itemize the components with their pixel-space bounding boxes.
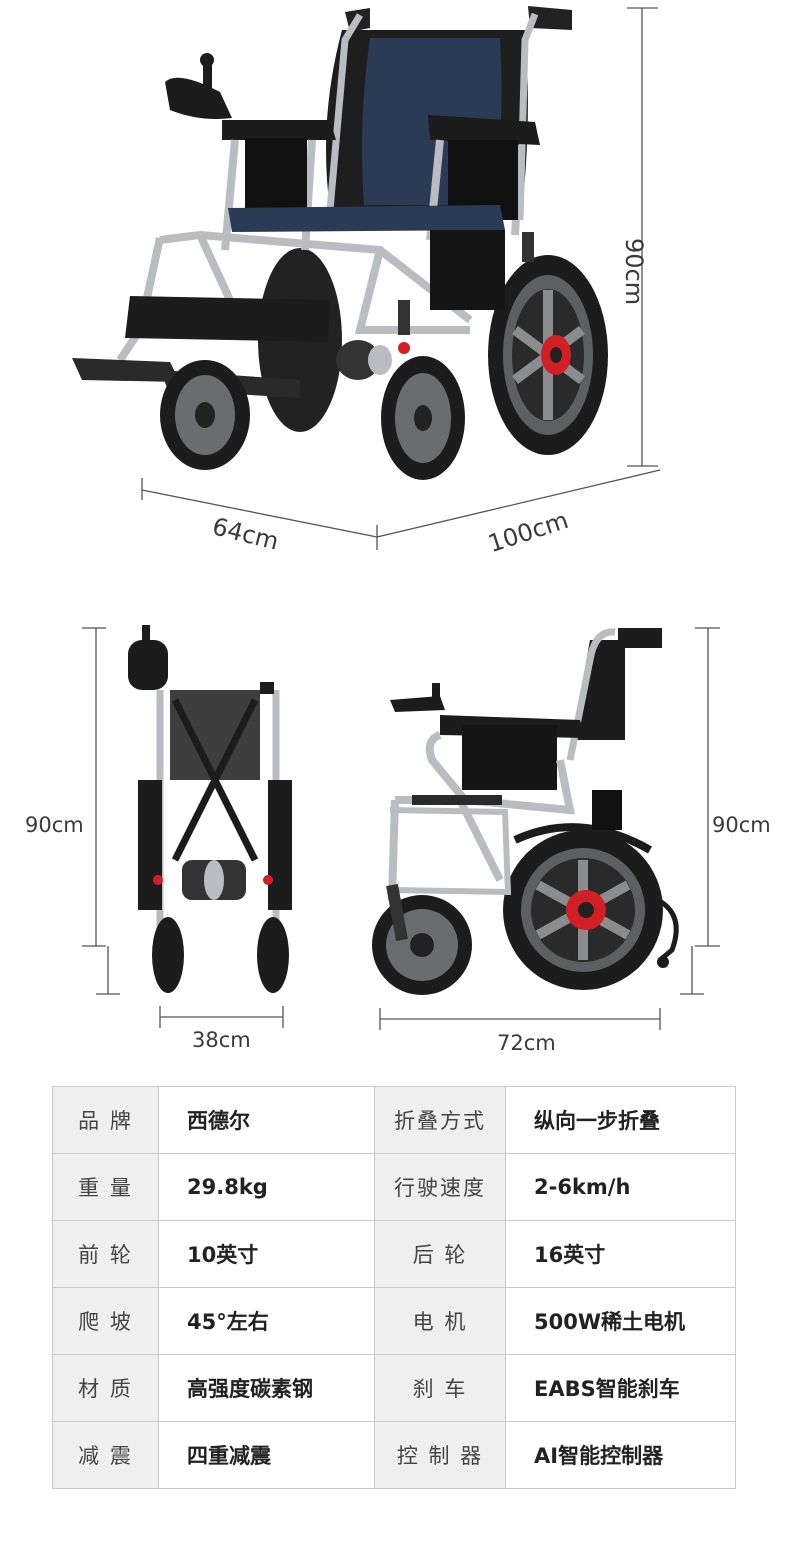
dimension-lines-side [379,627,720,1030]
spec-value: AI智能控制器 [505,1421,736,1489]
spec-value: 四重减震 [158,1421,375,1489]
spec-label: 折叠方式 [374,1086,506,1154]
rear-wheel-right [488,255,608,455]
spec-value: 500W稀土电机 [505,1287,736,1355]
height-dimension-label: 90cm [620,238,648,306]
spec-value: 高强度碳素钢 [158,1354,375,1422]
spec-value: 10英寸 [158,1220,375,1288]
table-row: 减 震 四重减震 控 制 器 AI智能控制器 [52,1421,736,1489]
spec-value: 2-6km/h [505,1153,736,1221]
spec-value: 16英寸 [505,1220,736,1288]
spec-label: 减 震 [52,1421,159,1489]
table-row: 品 牌 西德尔 折叠方式 纵向一步折叠 [52,1086,736,1154]
folded-length-label: 72cm [497,1031,556,1055]
folded-height-label: 90cm [25,813,84,837]
spec-value: EABS智能刹车 [505,1354,736,1422]
dimension-lines-front [82,627,284,1028]
table-row: 重 量 29.8kg 行驶速度 2-6km/h [52,1153,736,1221]
spec-value: 纵向一步折叠 [505,1086,736,1154]
table-row: 爬 坡 45°左右 电 机 500W稀土电机 [52,1287,736,1355]
spec-label: 材 质 [52,1354,159,1422]
spec-label: 后 轮 [374,1220,506,1288]
spec-value: 45°左右 [158,1287,375,1355]
spec-label: 重 量 [52,1153,159,1221]
spec-label: 刹 车 [374,1354,506,1422]
front-caster-left [160,360,250,470]
wheelchair-folded-front-view [128,625,292,993]
folded-width-label: 38cm [192,1028,251,1052]
spec-label: 前 轮 [52,1220,159,1288]
spec-value: 29.8kg [158,1153,375,1221]
spec-value: 西德尔 [158,1086,375,1154]
spec-label: 爬 坡 [52,1287,159,1355]
product-illustration [72,6,720,1030]
spec-table: 品 牌 西德尔 折叠方式 纵向一步折叠 重 量 29.8kg 行驶速度 2-6k… [52,1086,736,1489]
front-caster-right [381,356,465,480]
dimension-lines-top [141,7,661,550]
spec-label: 行驶速度 [374,1153,506,1221]
side-height-label: 90cm [712,813,771,837]
spec-label: 电 机 [374,1287,506,1355]
wheelchair-three-quarter-view [72,6,608,480]
spec-label: 品 牌 [52,1086,159,1154]
table-row: 材 质 高强度碳素钢 刹 车 EABS智能刹车 [52,1354,736,1422]
wheelchair-side-view [372,628,679,995]
spec-label: 控 制 器 [374,1421,506,1489]
table-row: 前 轮 10英寸 后 轮 16英寸 [52,1220,736,1288]
